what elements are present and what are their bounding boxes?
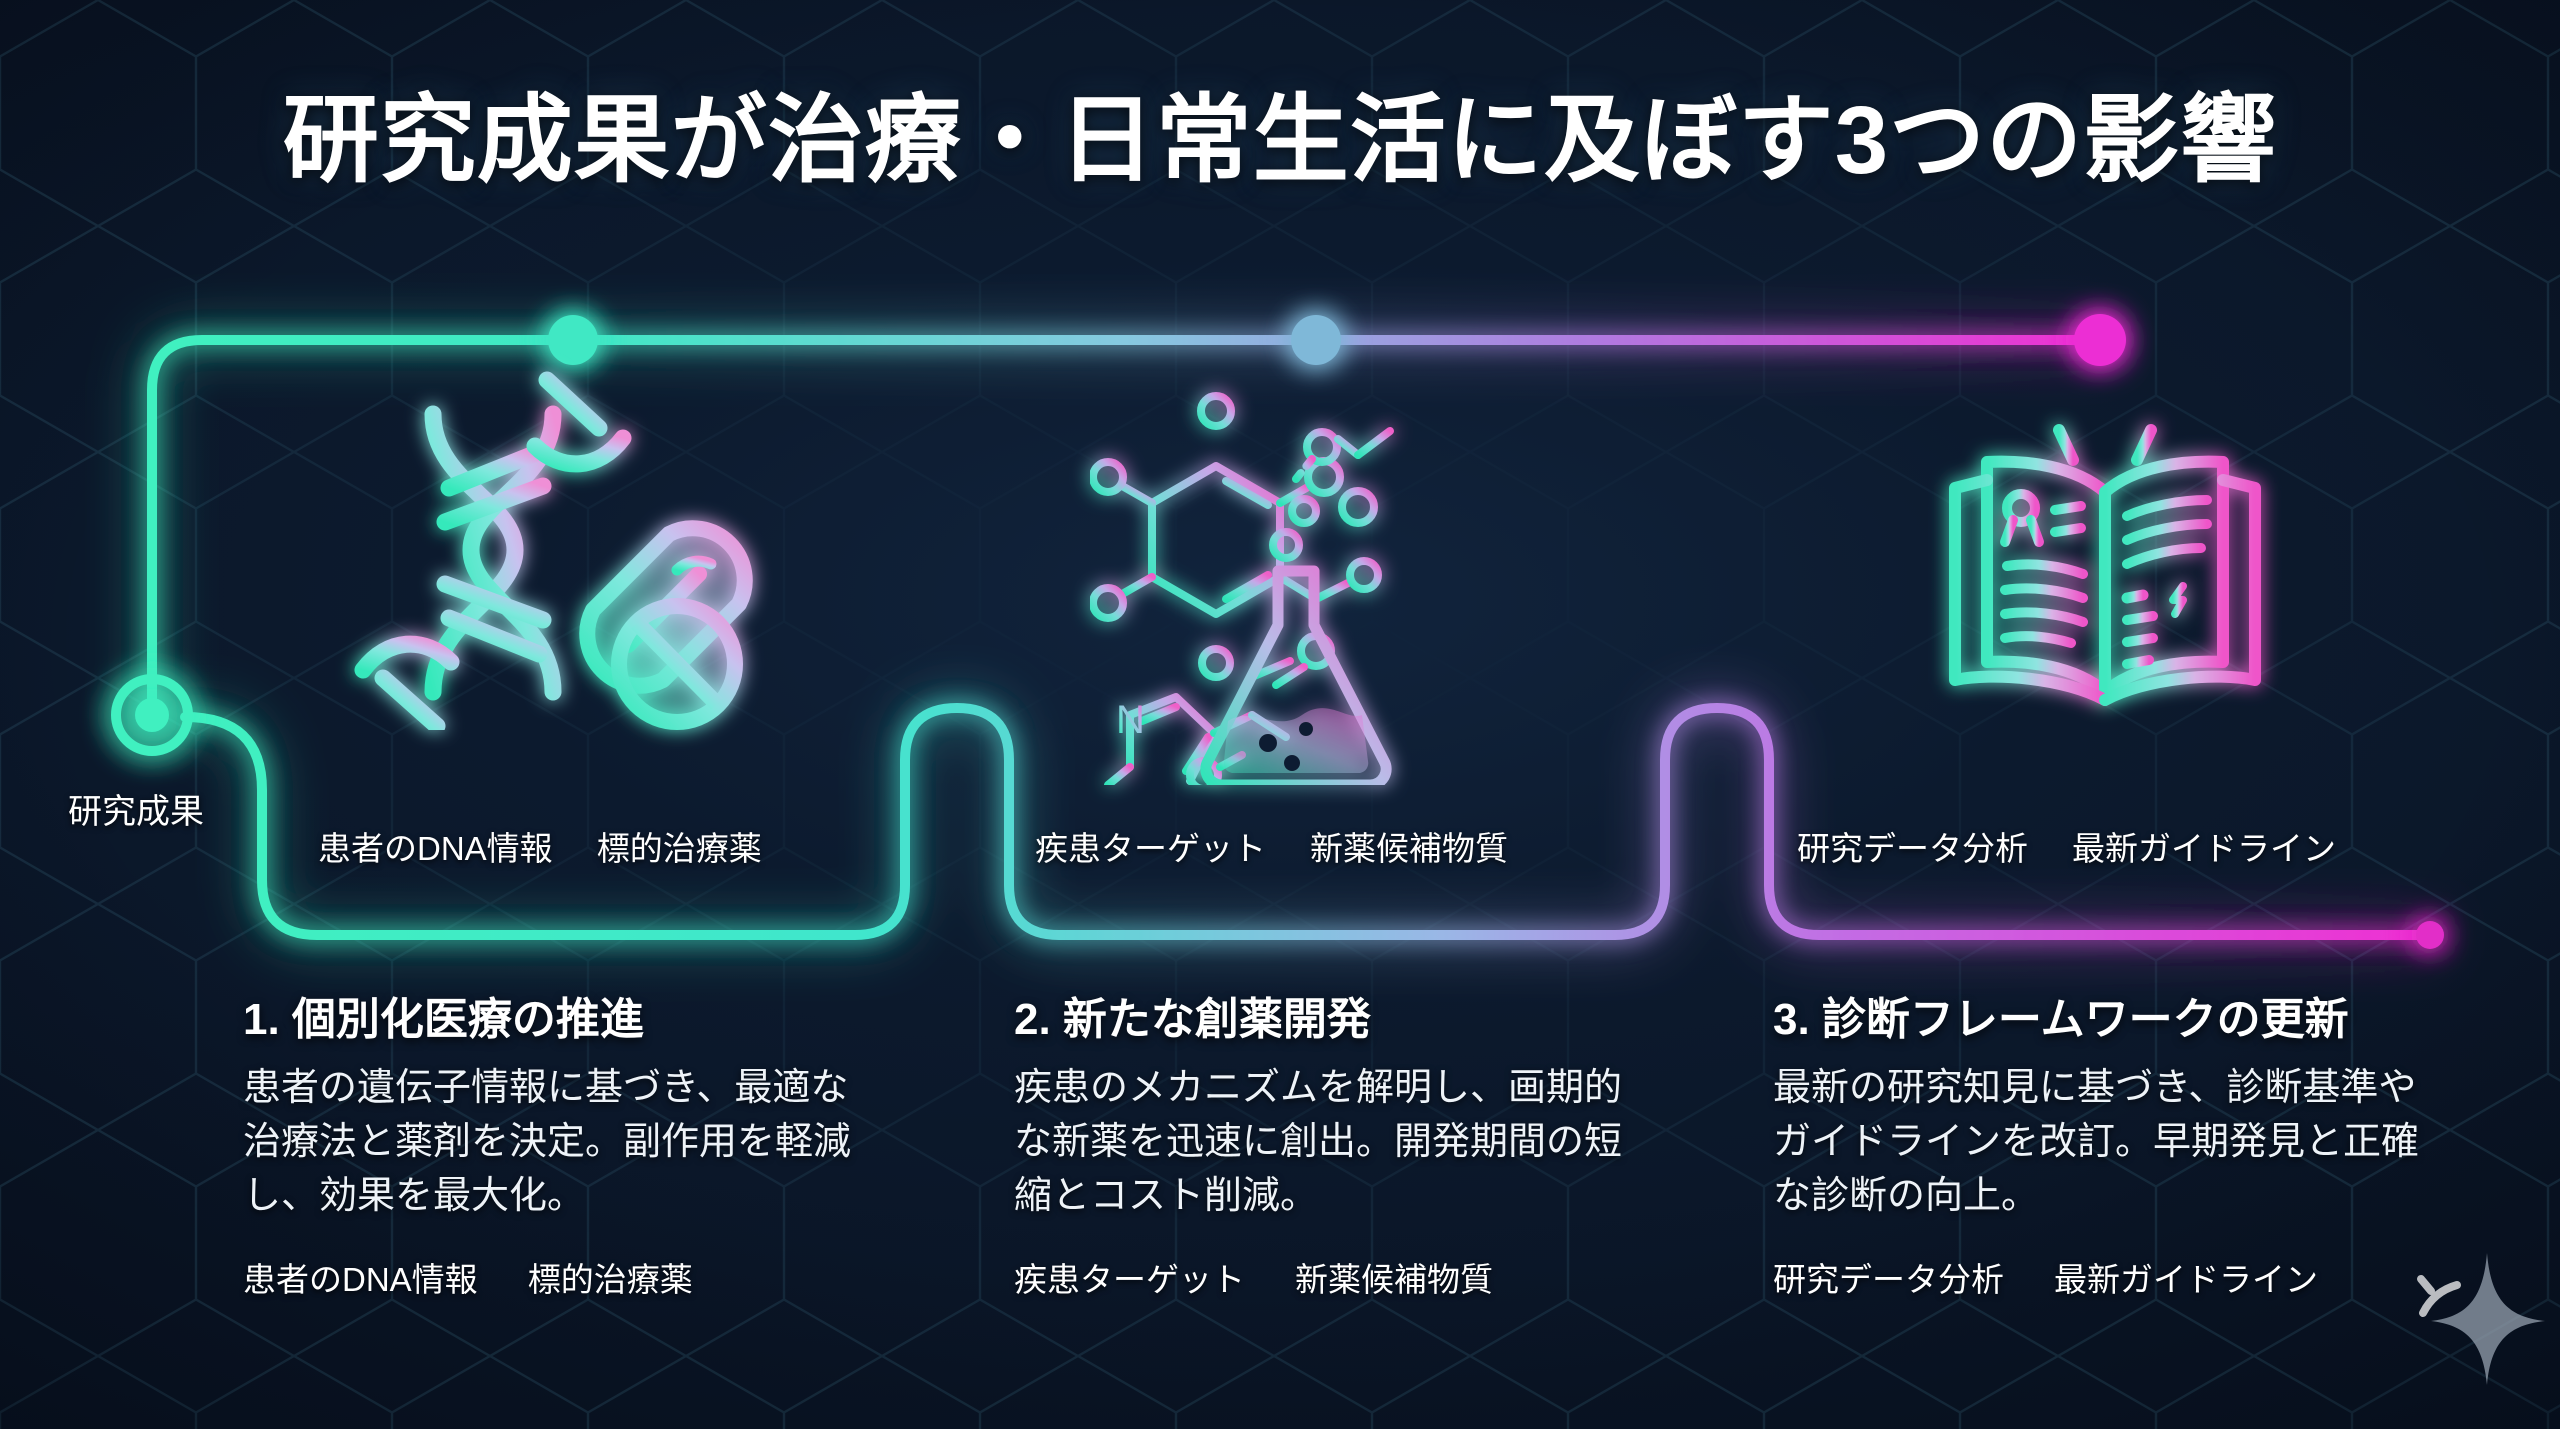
node-stage-1 (548, 315, 598, 365)
column-heading: 3. 診断フレームワークの更新 (1773, 995, 2349, 1044)
page-title: 研究成果が治療・日常生活に及ぼす3つの影響 (282, 87, 2278, 194)
node-stage-3 (2074, 314, 2126, 366)
column-tag: 患者のDNA情報 (243, 1261, 478, 1299)
flow-source-label: 研究成果 (68, 793, 204, 831)
sparkle-icon (2417, 1253, 2545, 1385)
mid-tag-group-2: 疾患ターゲット 新薬候補物質 (1035, 822, 1508, 870)
column-body: 患者の遺伝子情報に基づき、最適な治療法と薬剤を決定。副作用を軽減し、効果を最大化… (243, 1066, 852, 1217)
impact-column-2: 2. 新たな創薬開発 疾患のメカニズムを解明し、画期的な新薬を迅速に創出。開発期… (1014, 995, 1674, 1301)
mid-tag: 研究データ分析 (1797, 830, 2028, 867)
mid-tag: 最新ガイドライン (2072, 830, 2336, 867)
column-body: 最新の研究知見に基づき、診断基準やガイドラインを改訂。早期発見と正確な診断の向上… (1773, 1066, 2420, 1217)
mid-tag: 疾患ターゲット (1035, 830, 1266, 867)
column-heading: 2. 新たな創薬開発 (1014, 995, 1371, 1044)
dna-pill-icon (325, 370, 755, 735)
mid-tag-group-3: 研究データ分析 最新ガイドライン (1797, 822, 2336, 870)
mid-tag: 標的治療薬 (596, 830, 762, 867)
column-body: 疾患のメカニズムを解明し、画期的な新薬を迅速に創出。開発期間の短縮とコスト削減。 (1014, 1066, 1623, 1217)
column-tag: 研究データ分析 (1773, 1261, 2004, 1299)
node-start-core (135, 698, 169, 732)
chemistry-icon: N (1089, 385, 1490, 793)
impact-column-1: 1. 個別化医療の推進 患者の遺伝子情報に基づき、最適な治療法と薬剤を決定。副作… (243, 995, 903, 1301)
column-tag-list: 疾患ターゲット 新薬候補物質 (1014, 1253, 1674, 1301)
node-end (2416, 921, 2444, 949)
column-tag: 標的治療薬 (527, 1261, 693, 1299)
impact-column-3: 3. 診断フレームワークの更新 最新の研究知見に基づき、診断基準やガイドラインを… (1773, 995, 2473, 1301)
mid-tag: 患者のDNA情報 (318, 830, 553, 867)
column-tag-list: 患者のDNA情報 標的治療薬 (243, 1253, 903, 1301)
mid-tag-group-1: 患者のDNA情報 標的治療薬 (318, 822, 762, 870)
node-start (111, 674, 193, 756)
column-tag: 疾患ターゲット (1014, 1261, 1245, 1299)
column-tag: 新薬候補物質 (1295, 1261, 1493, 1299)
svg-text:N: N (1116, 698, 1145, 742)
column-tag: 最新ガイドライン (2054, 1261, 2318, 1299)
node-stage-2 (1291, 315, 1341, 365)
open-book-icon (1915, 400, 2295, 720)
column-heading: 1. 個別化医療の推進 (243, 995, 644, 1044)
mid-tag: 新薬候補物質 (1310, 830, 1508, 867)
column-tag-list: 研究データ分析 最新ガイドライン (1773, 1253, 2473, 1301)
